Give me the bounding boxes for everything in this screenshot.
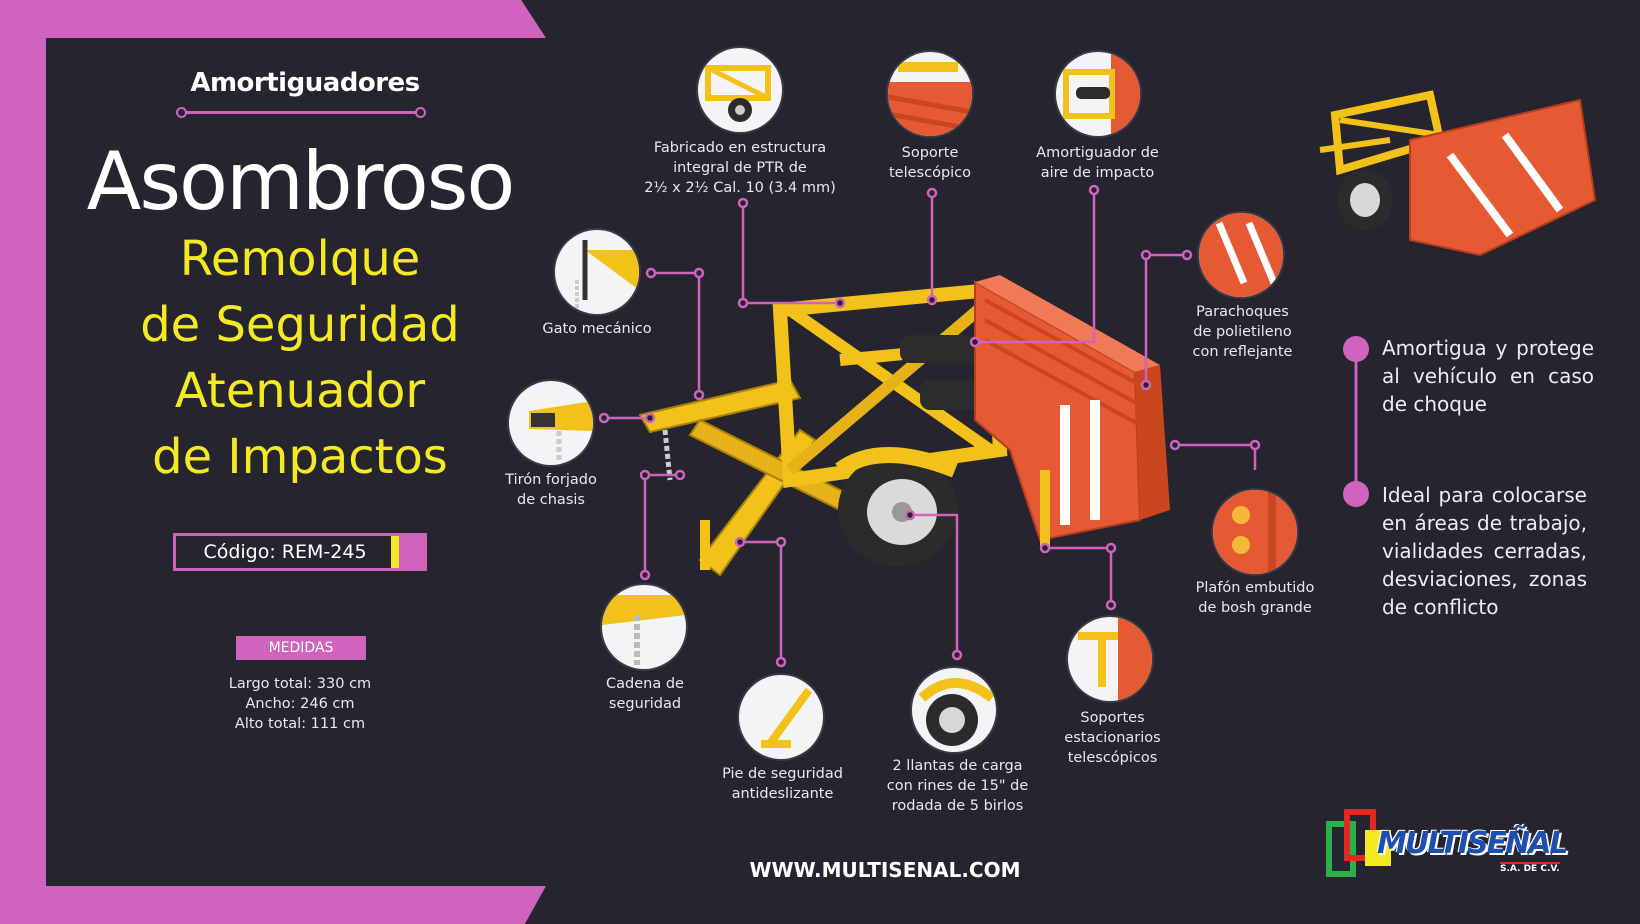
callout-tires: 2 llantas de carga con rines de 15" de r…: [886, 758, 1029, 814]
callout-chain: Cadena de seguridad: [606, 676, 684, 712]
tires-thumb-icon: [918, 678, 996, 746]
code-box: Código: REM-245: [173, 533, 427, 571]
code-yellow-bar: [391, 536, 399, 568]
category-title: Amortiguadores: [190, 68, 420, 98]
callout-safety-foot: Pie de seguridad antideslizante: [722, 766, 843, 802]
code-pink-bar: [399, 536, 427, 568]
callout-stationary-supports: Soportes estacionarios telescópicos: [1064, 710, 1161, 766]
tires-thumbnail: [912, 668, 996, 752]
connector-dots: [598, 184, 1261, 668]
underline-dot-left: [176, 107, 187, 118]
logo-suffix-text: S.A. DE C.V.: [1500, 862, 1560, 874]
frame-bottom-band: [0, 886, 520, 924]
logo-brand-text: MULTISEÑAL: [1377, 826, 1569, 861]
trailer-illustration: [638, 275, 1170, 577]
structure-thumb-icon: [705, 65, 771, 122]
brand-logo: MULTISEÑAL S.A. DE C.V.: [1325, 808, 1605, 878]
jack-thumb-icon: [575, 240, 639, 308]
trailer-thumbnail: [1319, 90, 1597, 257]
callout-structure: Fabricado en estructura integral de PTR …: [644, 140, 836, 196]
jack-thumbnail: [555, 230, 639, 314]
headline: Asombroso: [86, 135, 516, 228]
callout-jack: Gato mecánico: [542, 321, 652, 337]
callout-coupler: Tirón forjado de chasis: [505, 472, 597, 508]
callout-air-shock: Amortiguador de aire de impacto: [1036, 145, 1159, 181]
lamp-thumb-icon: [1213, 490, 1297, 574]
measure-height: Alto total: 111 cm: [234, 716, 366, 732]
stationary-supports-thumbnail: [1068, 617, 1152, 701]
bumper-thumbnail: [1199, 213, 1283, 297]
logo-mark-icon: [1326, 809, 1391, 877]
callout-bumper: Parachoques de polietileno con reflejant…: [1192, 304, 1293, 360]
coupler-thumb-icon: [529, 401, 593, 461]
structure-thumbnail: [698, 48, 782, 132]
feature-bullet-2: [1343, 481, 1369, 507]
air-shock-thumbnail: [1056, 52, 1140, 136]
safety-foot-thumbnail: [739, 675, 823, 759]
air-shock-thumb-icon: [1063, 52, 1140, 136]
underline-dot-right: [415, 107, 426, 118]
website-link[interactable]: WWW.MULTISENAL.COM: [749, 858, 1021, 882]
callout-lamp: Plafón embutido de bosh grande: [1195, 580, 1315, 616]
product-line-3: Atenuador: [174, 363, 426, 419]
telescopic-support-thumbnail: [888, 52, 972, 136]
product-line-2: de Seguridad: [140, 297, 460, 353]
safety-foot-thumb-icon: [761, 687, 813, 748]
measure-width: Ancho: 246 cm: [245, 696, 355, 712]
bumper-thumb-icon: [1199, 213, 1283, 297]
lamp-thumbnail: [1213, 490, 1297, 574]
category-underline: [180, 111, 420, 114]
connector-lines: [604, 190, 1257, 662]
stationary-thumb-icon: [1078, 617, 1152, 701]
telescopic-thumb-icon: [888, 62, 972, 136]
product-line-4: de Impactos: [152, 429, 448, 485]
frame-top-band: [0, 0, 520, 38]
measure-length: Largo total: 330 cm: [228, 676, 372, 692]
feature-bullet-1: [1343, 336, 1369, 362]
chain-thumb-icon: [602, 595, 686, 665]
feature-2: Ideal para colocarse en áreas de trabajo…: [1382, 483, 1587, 619]
chain-thumbnail: [602, 585, 686, 669]
measures-title: MEDIDAS: [236, 636, 366, 660]
callout-telescopic-support: Soporte telescópico: [888, 145, 972, 181]
code-label: Código: REM-245: [203, 541, 367, 563]
frame-left-band: [0, 0, 46, 924]
coupler-thumbnail: [509, 381, 593, 465]
product-line-1: Remolque: [179, 231, 421, 287]
feature-1: Amortigua y protege al vehículo en caso …: [1382, 336, 1594, 416]
